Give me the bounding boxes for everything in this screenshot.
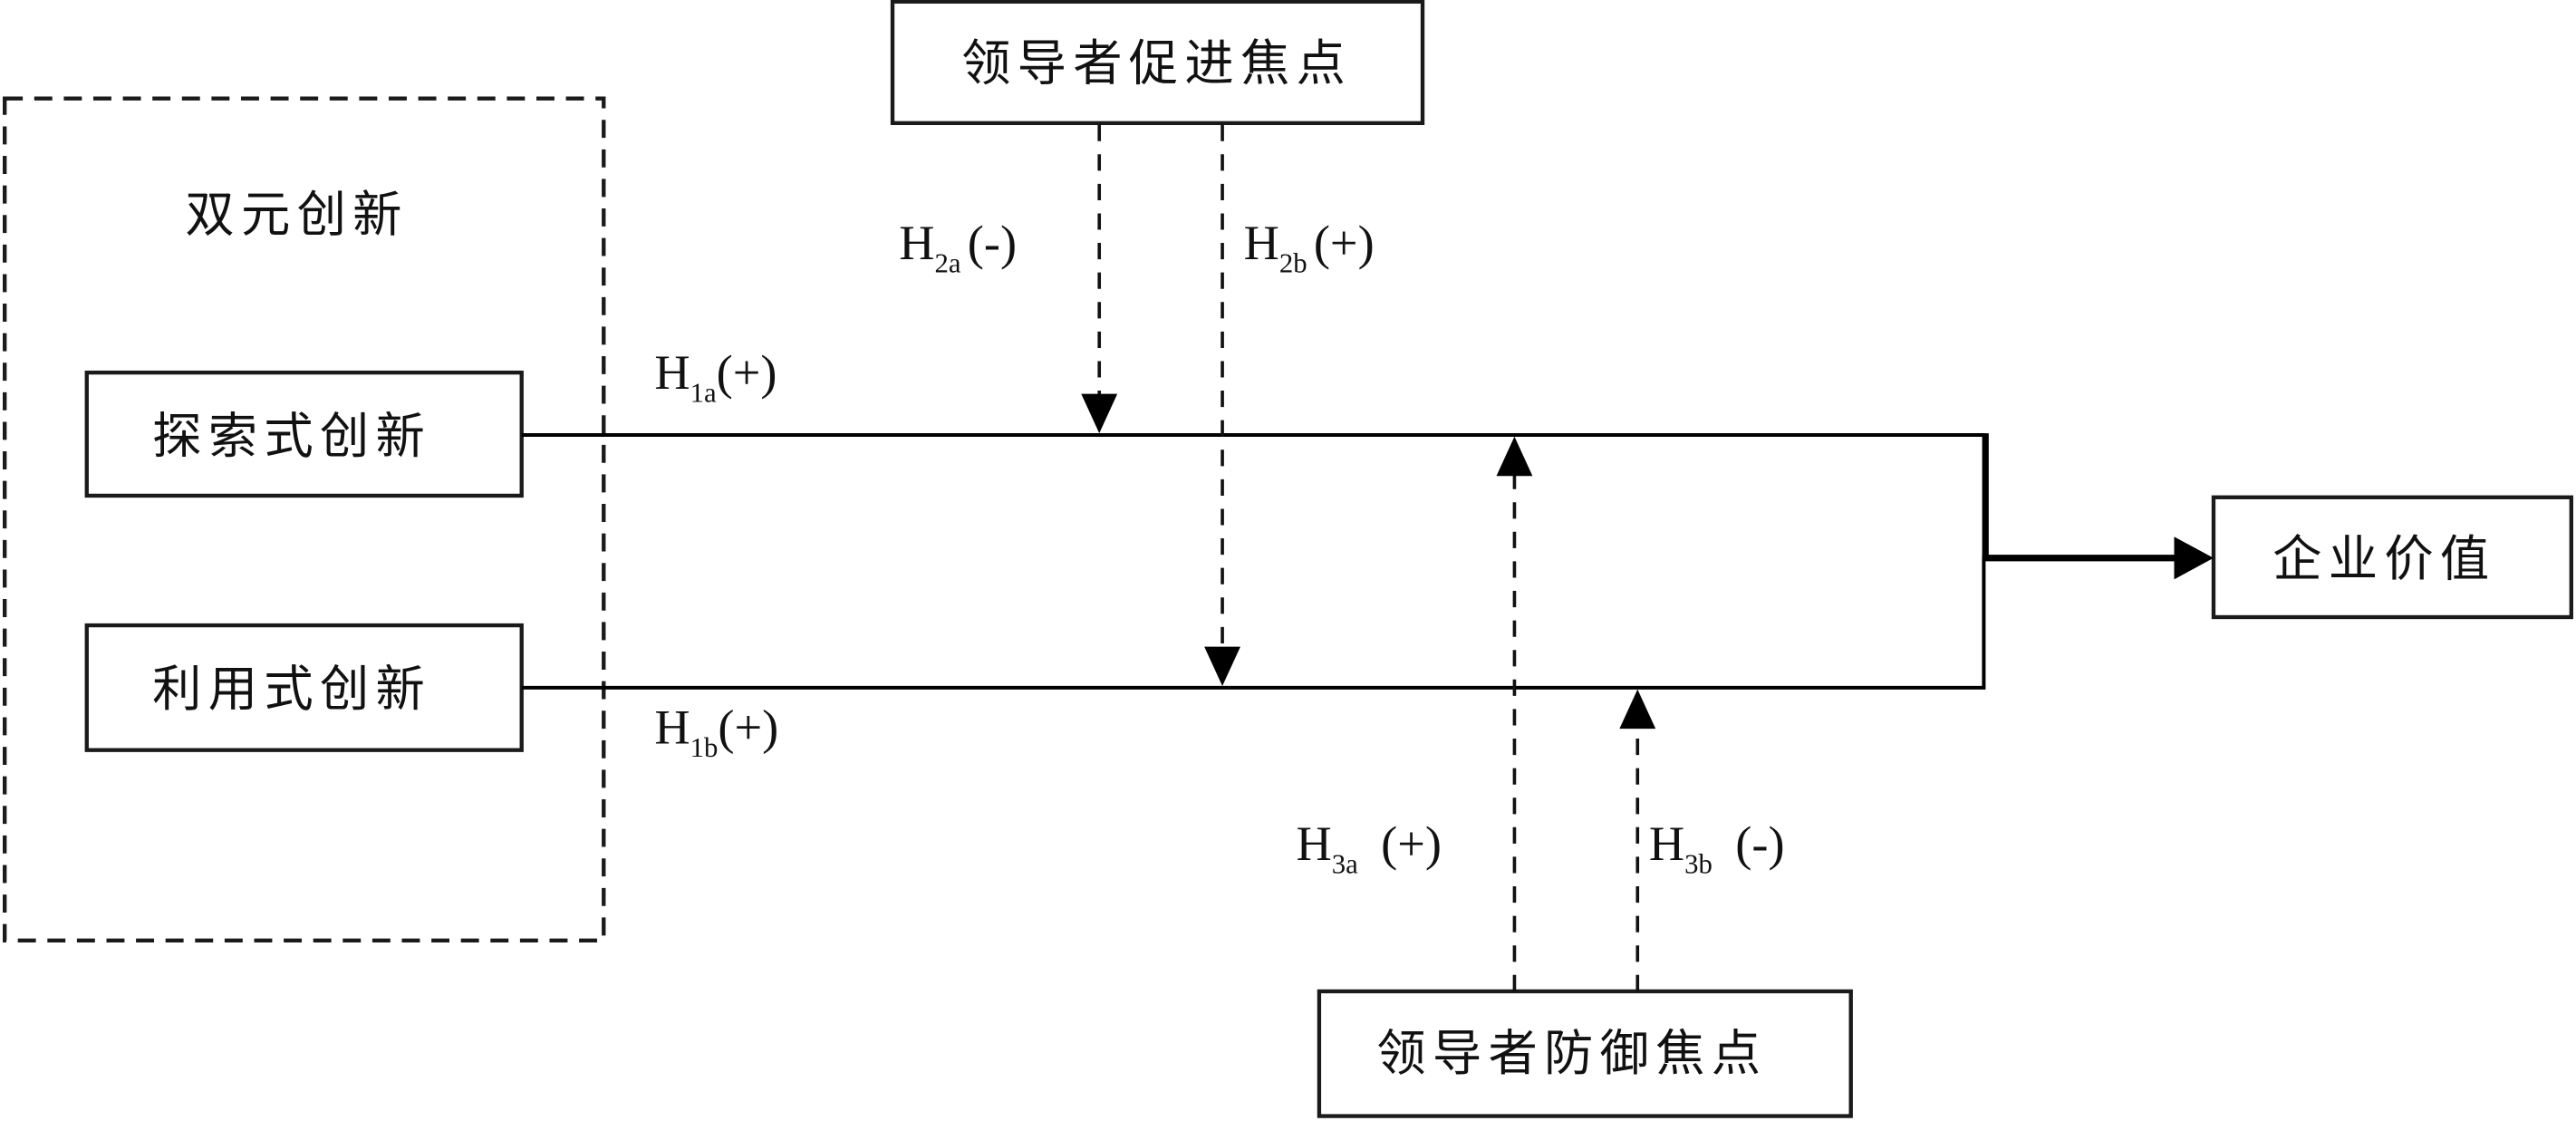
h1a-label: H1a(+) [654, 345, 777, 408]
h3a-label: H3a(+) [1297, 817, 1442, 879]
firm-value-label: 企业价值 [2272, 531, 2495, 588]
main-paths [521, 432, 2214, 690]
h1b-label: H1b(+) [654, 700, 778, 762]
h2b-arrowhead [1204, 646, 1240, 687]
prevention-focus-label: 领导者防御焦点 [1376, 1025, 1767, 1082]
firm-value-box [2211, 495, 2573, 620]
promotion-focus-label: 领导者促进焦点 [961, 35, 1352, 92]
exploitative-innovation-box [84, 623, 524, 752]
dual-innovation-label: 双元创新 [185, 186, 408, 243]
dual-innovation-group-border [3, 96, 606, 942]
prevention-focus-box [1317, 989, 1853, 1118]
h2a-arrowhead [1081, 393, 1118, 434]
h3b-label: H3b(-) [1649, 817, 1785, 879]
firm-value-node: 企业价值 [2211, 495, 2573, 620]
promotion-focus-node: 领导者促进焦点 [890, 0, 1425, 126]
prevention-focus-node: 领导者防御焦点 [1317, 989, 1853, 1118]
exploitative-innovation-label: 利用式创新 [152, 661, 431, 718]
exploratory-innovation-label: 探索式创新 [152, 408, 431, 465]
h2a-label: H2a(-) [899, 216, 1017, 278]
firm-value-arrowhead [2174, 536, 2214, 580]
exploratory-innovation-node: 探索式创新 [84, 370, 524, 498]
h3b-arrowhead [1619, 689, 1656, 730]
exploitative-innovation-node: 利用式创新 [84, 623, 524, 752]
promotion-focus-box [890, 0, 1425, 126]
dual-innovation-group: 双元创新 [3, 96, 606, 942]
h2b-label: H2b(+) [1244, 216, 1375, 278]
h3a-arrowhead [1496, 436, 1533, 477]
moderation-arrows [1081, 124, 1656, 991]
